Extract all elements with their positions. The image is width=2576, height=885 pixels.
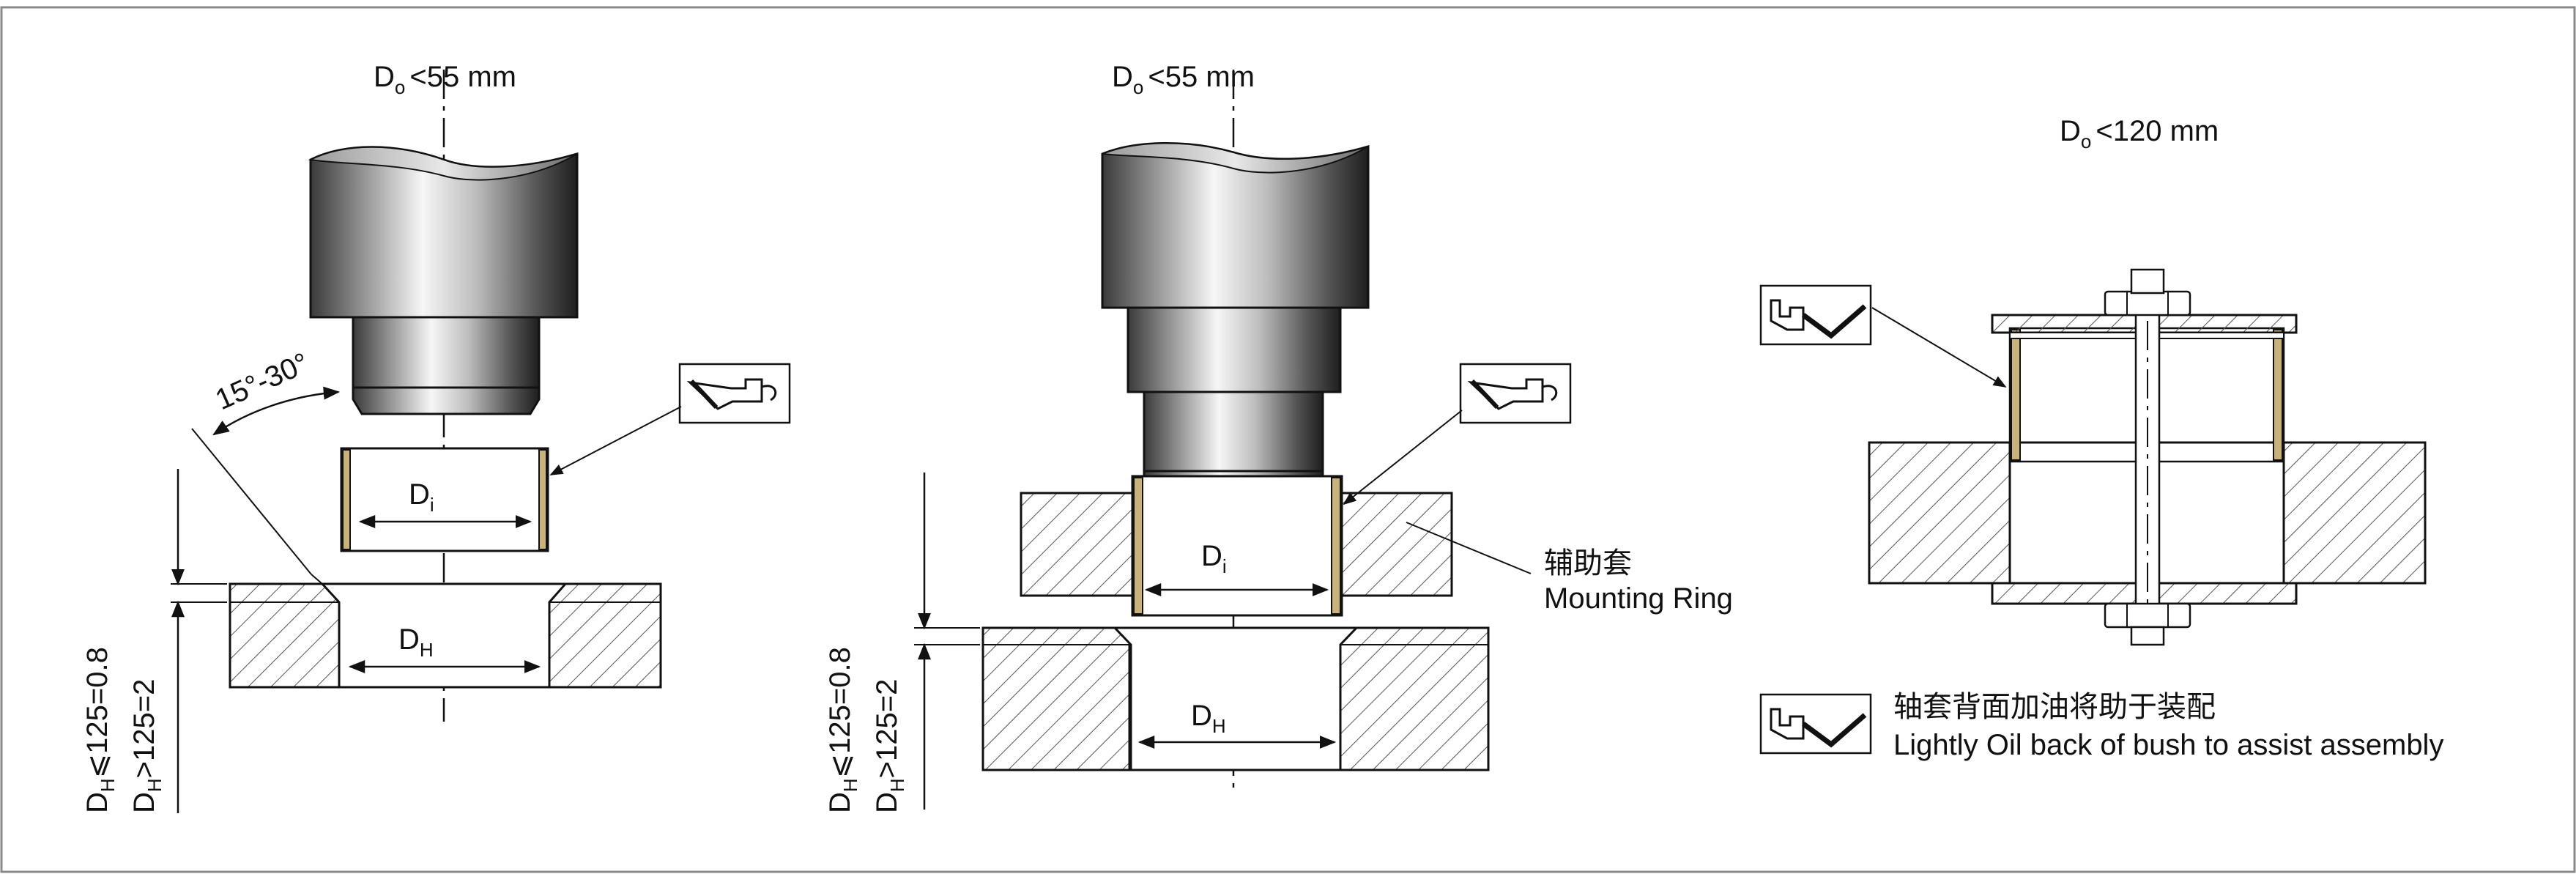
- oil-can-icon: [1759, 693, 1872, 755]
- ring-label-en: Mounting Ring: [1544, 582, 1733, 615]
- housing-dim-label: DH: [1191, 700, 1226, 737]
- legend: 轴套背面加油将助于装配 Lightly Oil back of bush to …: [1759, 690, 2443, 761]
- chamfer-dimension: [171, 469, 227, 813]
- housing: [981, 626, 1490, 771]
- oil-can-icon: [1759, 284, 1872, 346]
- chamfer-rule-2: DH>125=2: [871, 679, 908, 813]
- chamfer-rule-1: DH⩽125=0.8: [81, 647, 119, 813]
- panel-middle: Di DH Do<55 mm DH⩽125=0.8 DH>125=2 辅助套 M…: [824, 61, 1733, 813]
- ring-label-cn: 辅助套: [1544, 547, 1632, 580]
- bush: [1131, 475, 1343, 617]
- legend-text-en: Lightly Oil back of bush to assist assem…: [1893, 729, 2443, 761]
- diameter-label: Do<55 mm: [1112, 61, 1255, 98]
- panel-left: Di DH Do<55 mm 15°-30° DH⩽125=0.: [81, 61, 791, 813]
- angle-indicator: [191, 386, 341, 585]
- press-tool: [308, 146, 579, 415]
- diameter-label: Do<120 mm: [2060, 115, 2219, 152]
- press-tool: [1101, 142, 1370, 489]
- oil-leader: [1871, 307, 2007, 388]
- bush: [2008, 327, 2285, 463]
- angle-label: 15°-30°: [211, 347, 314, 416]
- chamfer-rule-2: DH>125=2: [128, 679, 166, 813]
- legend-text-cn: 轴套背面加油将助于装配: [1893, 690, 2216, 724]
- diameter-label: Do<55 mm: [374, 61, 516, 98]
- bush-dim-label: Di: [409, 478, 434, 516]
- panel-right: Do<120 mm: [1759, 115, 2427, 646]
- ring-leader: [1406, 522, 1532, 574]
- oil-leader: [549, 406, 682, 475]
- housing: [229, 582, 662, 689]
- mounting-ring: [1020, 492, 1453, 597]
- oil-leader: [1343, 410, 1463, 506]
- chamfer-rule-1: DH⩽125=0.8: [824, 647, 861, 813]
- chamfer-dimension: [914, 473, 980, 810]
- bush-dim-label: Di: [1201, 540, 1227, 577]
- housing-dim-label: DH: [398, 623, 434, 661]
- oil-can-icon: [1459, 363, 1572, 424]
- oil-can-icon: [678, 363, 791, 424]
- bush: [340, 447, 549, 552]
- bolt: [2104, 268, 2191, 646]
- outer-frame: [0, 6, 2576, 873]
